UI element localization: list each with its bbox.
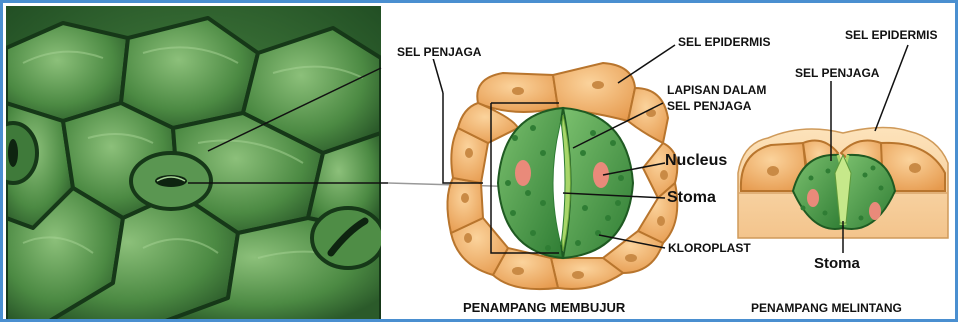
leaf-micrograph xyxy=(3,6,384,322)
nucleus-left xyxy=(807,189,819,207)
label-inner-layer-line2: SEL PENJAGA xyxy=(667,100,751,112)
caption-cross-section: PENAMPANG MELINTANG xyxy=(751,302,902,314)
micrograph-stoma-right xyxy=(312,208,384,268)
label-chloroplast: KLOROPLAST xyxy=(668,242,751,254)
label-cross-epidermis: SEL EPIDERMIS xyxy=(845,29,937,41)
label-inner-layer-line1: LAPISAN DALAM xyxy=(667,84,766,96)
label-surface-stoma: Stoma xyxy=(667,190,716,206)
label-micrograph-guard-cell: SEL PENJAGA xyxy=(395,45,483,59)
label-cross-guard-cell: SEL PENJAGA xyxy=(795,67,879,79)
surface-view-diagram xyxy=(433,45,677,289)
nucleus-right xyxy=(869,202,881,220)
nucleus-left xyxy=(515,160,531,186)
label-surface-epidermis: SEL EPIDERMIS xyxy=(678,36,770,48)
label-cross-stoma: Stoma xyxy=(814,256,860,271)
label-nucleus: Nucleus xyxy=(665,153,727,169)
micrograph-stoma-center xyxy=(131,153,211,209)
micrograph-stoma-left xyxy=(3,123,37,183)
caption-surface-view: PENAMPANG MEMBUJUR xyxy=(463,301,625,314)
